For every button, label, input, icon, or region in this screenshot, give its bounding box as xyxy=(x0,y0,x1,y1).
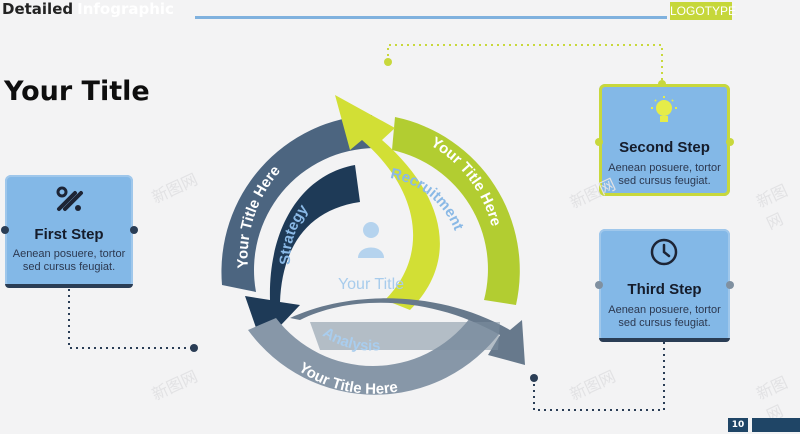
first-step-desc-line2: sed cursus feugiat. xyxy=(22,261,116,273)
analysis-arrow xyxy=(290,298,525,365)
second-step-desc-line1: Aenean posuere, tortor xyxy=(608,162,721,174)
footer-bar xyxy=(752,418,800,432)
ring-segment-gray xyxy=(248,318,502,395)
connector-second-step xyxy=(387,44,663,84)
header-title-part2: Infographic xyxy=(77,0,174,18)
card-side-dot xyxy=(595,138,603,146)
card-side-dot xyxy=(595,281,603,289)
third-step-desc-line2: sed cursus feugiat. xyxy=(618,317,711,329)
page-title: Your Title xyxy=(4,76,150,107)
connector-dot xyxy=(384,58,392,66)
card-side-dot xyxy=(1,226,9,234)
connector-third-step xyxy=(533,342,665,411)
lightbulb-icon xyxy=(651,96,677,122)
third-step-title: Third Step xyxy=(627,281,702,298)
center-title: Your Title xyxy=(338,276,404,293)
outer-label-green-text: Your Title Here xyxy=(428,134,505,228)
header-title-part1: Detailed xyxy=(2,0,74,18)
first-step-desc-line1: Aenean posuere, tortor xyxy=(12,248,126,260)
analysis-band xyxy=(310,322,500,350)
card-bottom-bar xyxy=(599,338,730,342)
second-step-desc-line2: sed cursus feugiat. xyxy=(618,175,711,187)
third-step-desc-line1: Aenean posuere, tortor xyxy=(608,304,721,316)
outer-label-green: Your Title Here xyxy=(428,134,505,228)
second-step-title: Second Step xyxy=(619,139,710,156)
tools-icon xyxy=(56,186,83,211)
second-step-card: Second Step Aenean posuere, tortor sed c… xyxy=(599,84,730,196)
page-number: 10 xyxy=(728,418,748,432)
clock-icon xyxy=(650,238,678,266)
strategy-arrow xyxy=(245,165,360,345)
card-bottom-bar xyxy=(5,284,133,288)
card-side-dot xyxy=(726,138,734,146)
connector-dot xyxy=(530,374,538,382)
card-side-dot xyxy=(726,281,734,289)
logotype-badge: LOGOTYPE xyxy=(670,2,737,20)
connector-dot xyxy=(190,344,198,352)
first-step-card: First Step Aenean posuere, tortor sed cu… xyxy=(5,175,133,288)
connector-first-step xyxy=(68,289,194,349)
first-step-title: First Step xyxy=(34,226,104,243)
third-step-card: Third Step Aenean posuere, tortor sed cu… xyxy=(599,229,730,342)
card-side-dot xyxy=(130,226,138,234)
ring-segment-green xyxy=(392,117,520,305)
header-divider xyxy=(195,16,667,19)
recruitment-arrow xyxy=(335,95,440,310)
person-icon xyxy=(358,222,384,258)
connector-lines xyxy=(68,44,665,411)
